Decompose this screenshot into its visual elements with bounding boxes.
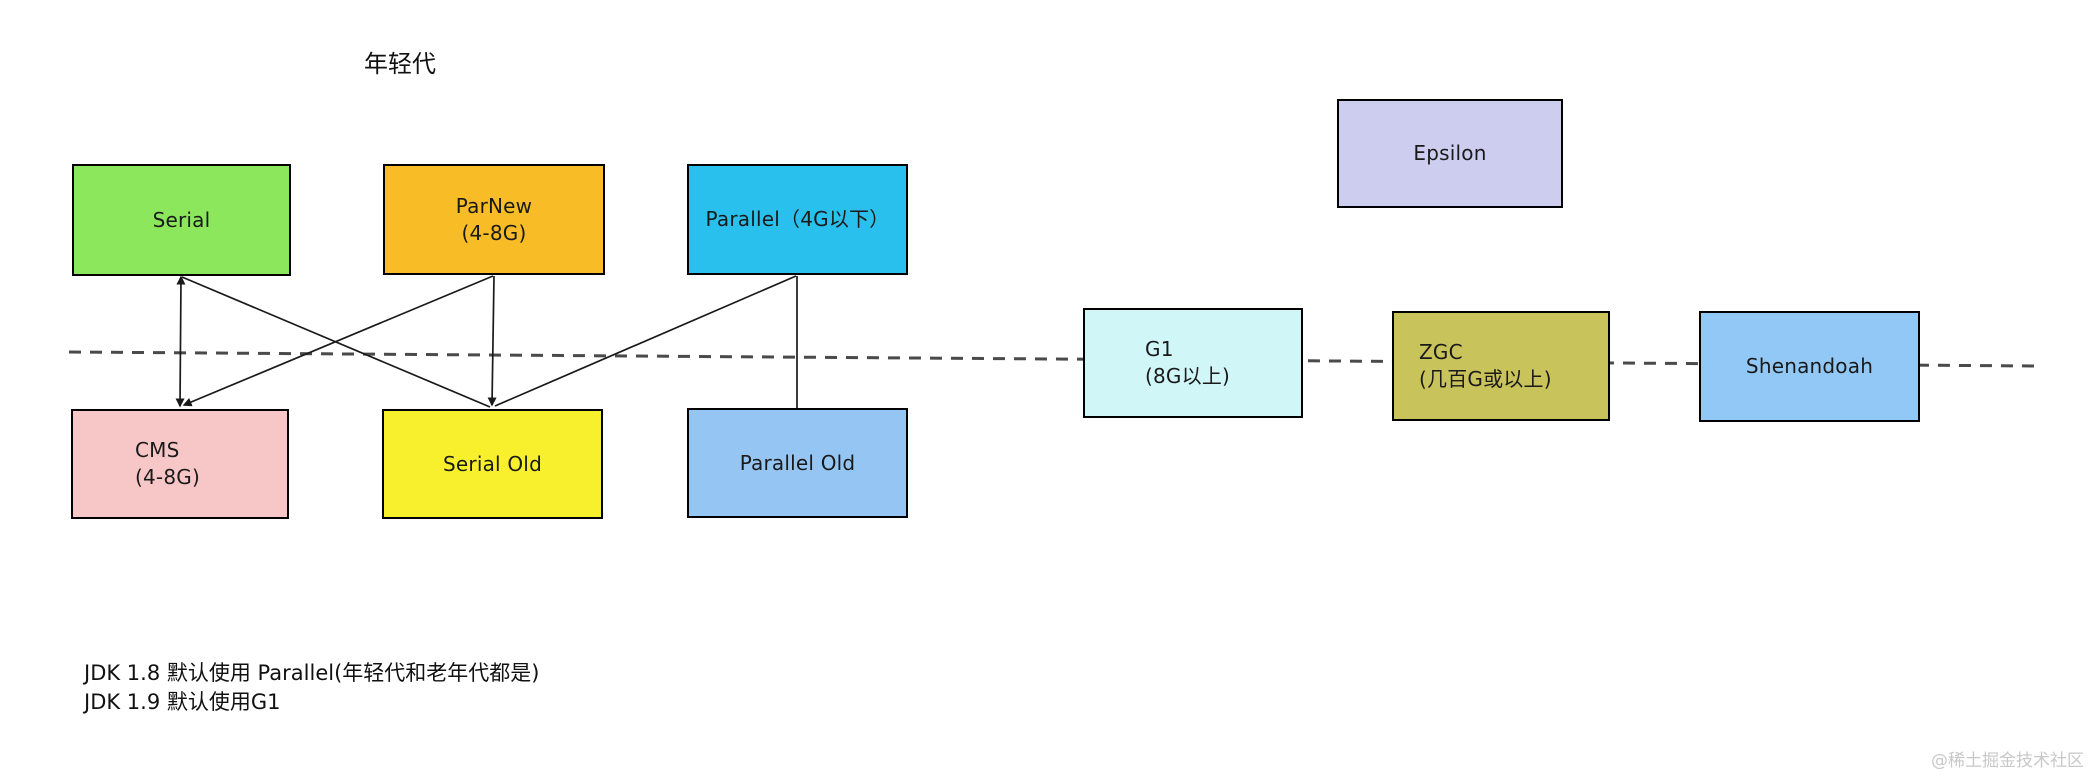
gc-box-parnew-label-line: ParNew [455, 193, 533, 218]
gc-box-parnew-label-line: (4-8G) [461, 220, 527, 245]
gc-box-parallel: Parallel（4G以下） [687, 164, 908, 275]
gc-box-g1-label-line: (8G以上) [1145, 364, 1231, 388]
gc-box-parallel-old-label-line: Parallel Old [739, 450, 856, 475]
gc-box-shenandoah: Shenandoah [1699, 311, 1920, 422]
gc-box-cms: CMS (4-8G) [71, 409, 289, 519]
gc-box-parallel-old: Parallel Old [687, 408, 908, 518]
gc-combination-connector-4 [494, 275, 797, 407]
gc-box-g1-label-line: G1 [1145, 337, 1174, 361]
note-jdk19: JDK 1.9 默认使用G1 [84, 690, 281, 714]
note-jdk18: JDK 1.8 默认使用 Parallel(年轻代和老年代都是) [84, 661, 540, 685]
gc-box-zgc: ZGC (几百G或以上) [1392, 311, 1610, 421]
gc-box-parnew: ParNew(4-8G) [383, 164, 605, 275]
gc-box-cms-label-line: CMS [135, 438, 180, 462]
gc-combination-connector-0 [175, 275, 186, 408]
gc-box-serial-label-line: Serial [152, 207, 211, 232]
gc-box-zgc-label-line: (几百G或以上) [1419, 367, 1552, 391]
gc-box-epsilon-label-line: Epsilon [1413, 141, 1487, 165]
watermark-text: @稀土掘金技术社区 [1931, 751, 2084, 771]
gc-box-parallel-label-line: Parallel（4G以下） [705, 207, 890, 231]
gc-box-serial: Serial [72, 164, 291, 276]
gc-box-g1: G1 (8G以上) [1083, 308, 1303, 418]
young-generation-label: 年轻代 [364, 50, 436, 78]
gc-box-shenandoah-label-line: Shenandoah [1745, 354, 1874, 378]
jdk-default-notes: JDK 1.8 默认使用 Parallel(年轻代和老年代都是) JDK 1.9… [84, 659, 539, 717]
gc-box-serial-old: Serial Old [382, 409, 603, 519]
gc-combination-connector-3 [487, 275, 497, 407]
gc-box-zgc-label-line: ZGC [1419, 340, 1463, 364]
gc-box-serial-old-label-line: Serial Old [443, 451, 542, 476]
gc-combination-connector-2 [182, 275, 494, 407]
gc-box-epsilon: Epsilon [1337, 99, 1563, 208]
gc-box-cms-label-line: (4-8G) [135, 465, 200, 489]
